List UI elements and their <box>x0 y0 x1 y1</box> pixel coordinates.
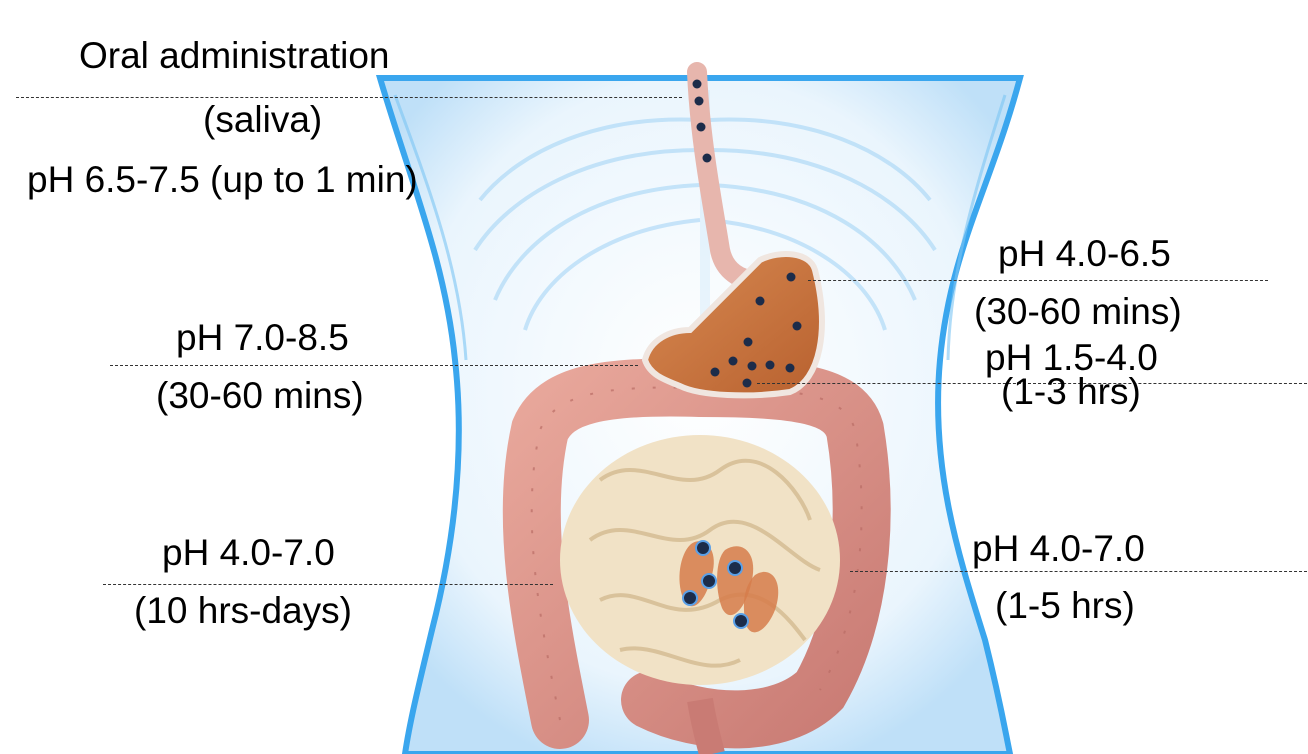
colon-left-ph: pH 4.0-7.0 <box>162 533 335 573</box>
stomach-upper-ph: pH 4.0-6.5 <box>998 234 1171 274</box>
colon-right-leader-line <box>850 571 1307 572</box>
oral-title: Oral administration <box>79 36 390 76</box>
duodenum-ph: pH 7.0-8.5 <box>176 318 349 358</box>
duodenum-time: (30-60 mins) <box>156 376 364 416</box>
colon-right-ph: pH 4.0-7.0 <box>972 529 1145 569</box>
stomach-upper-leader-line <box>808 280 1268 281</box>
oral-saliva: (saliva) <box>203 100 322 140</box>
oral-leader-line <box>16 97 682 98</box>
duodenum-leader-line <box>110 365 638 366</box>
colon-left-time: (10 hrs-days) <box>134 591 352 631</box>
stomach-lower-time: (1-3 hrs) <box>1001 372 1141 412</box>
colon-right-time: (1-5 hrs) <box>995 586 1135 626</box>
colon-left-leader-line <box>103 584 553 585</box>
stomach-upper-time: (30-60 mins) <box>974 292 1182 332</box>
oral-ph: pH 6.5-7.5 (up to 1 min) <box>27 160 418 200</box>
